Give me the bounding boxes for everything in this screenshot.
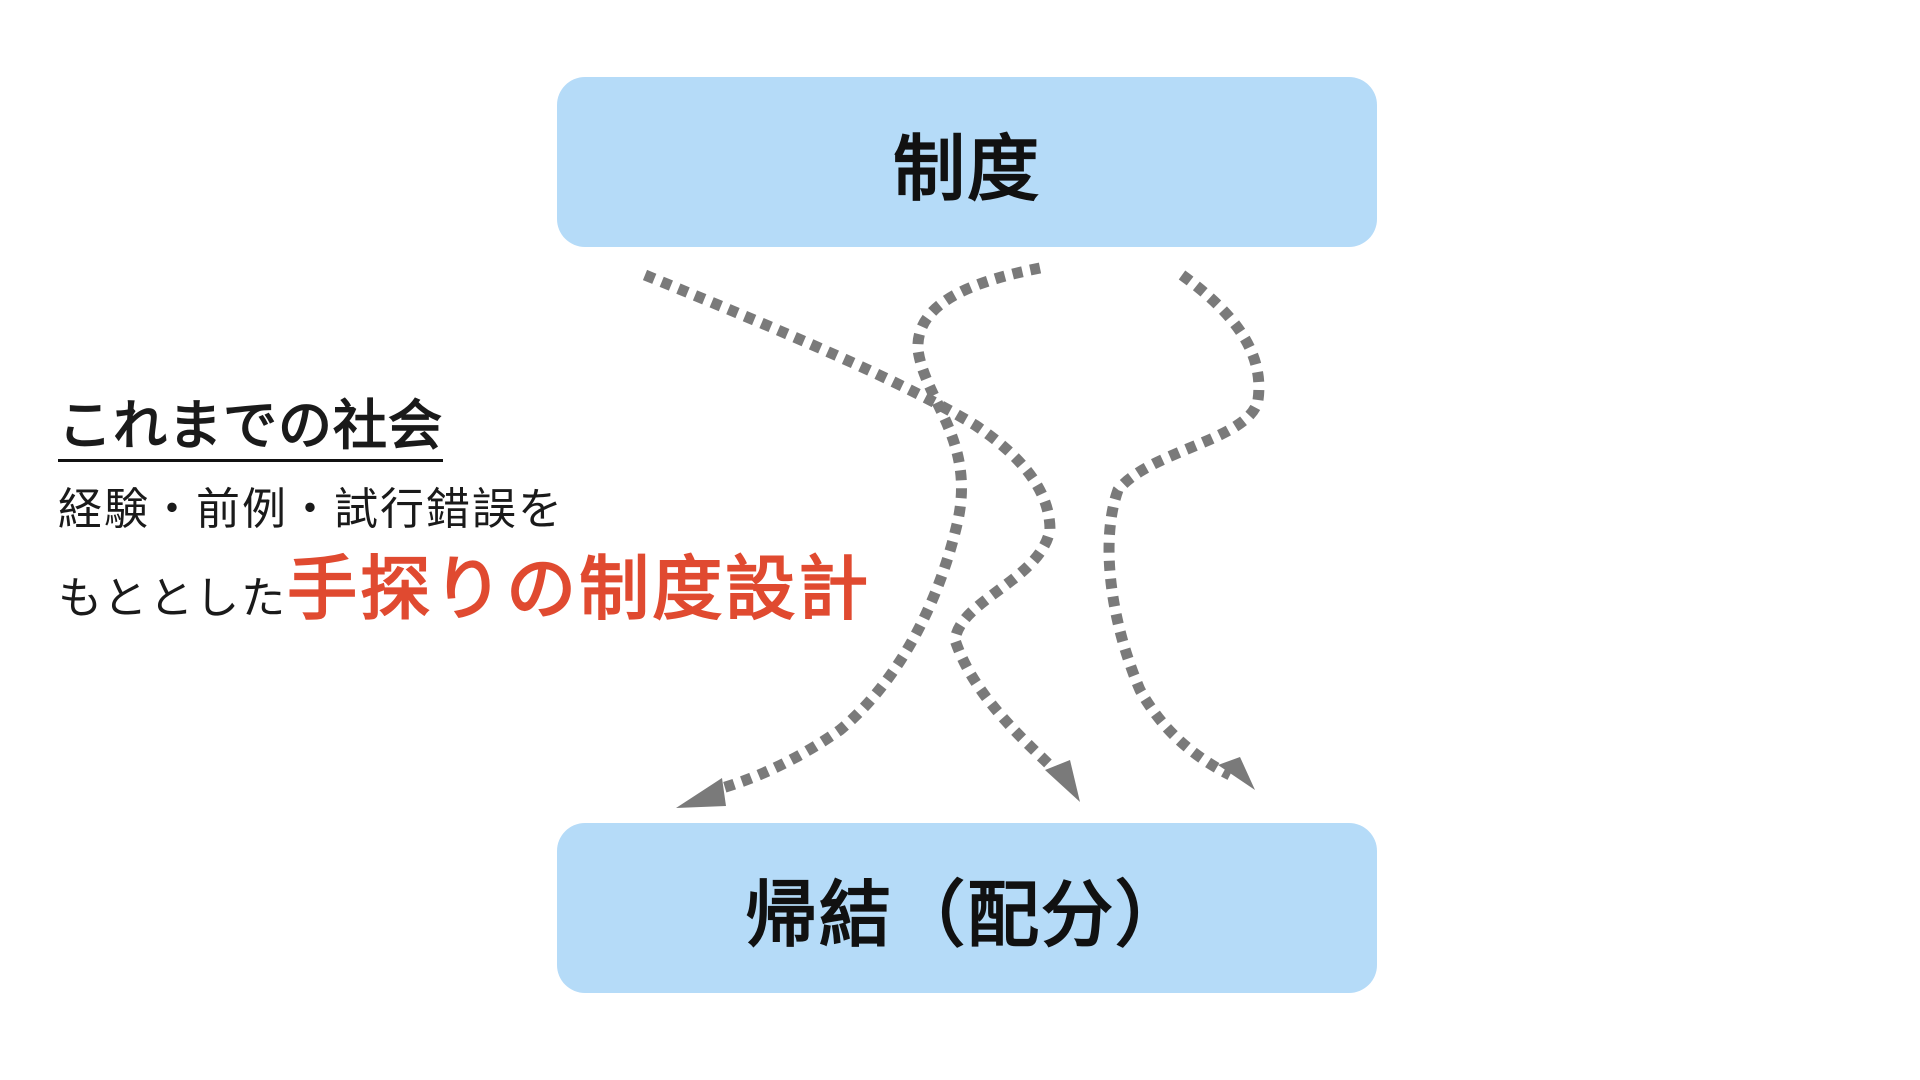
arrowhead-3 xyxy=(1218,757,1255,790)
caption-emphasis: 手探りの制度設計 xyxy=(287,547,872,630)
dashed-arrow-path-2 xyxy=(713,262,1042,796)
caption-line-2-prefix: もととした xyxy=(58,572,288,624)
arrowhead-2 xyxy=(676,778,726,808)
arrowhead-1 xyxy=(1045,760,1080,802)
outcome-box: 帰結（配分） xyxy=(557,823,1377,993)
outcome-label: 帰結（配分） xyxy=(744,872,1189,957)
caption-line-1: 経験・前例・試行錯誤を xyxy=(58,484,564,536)
dashed-arrow-path-1 xyxy=(642,269,1069,784)
caption-heading: これまでの社会 xyxy=(58,394,443,463)
dashed-arrow-path-3 xyxy=(1103,270,1265,780)
institution-label: 制度 xyxy=(892,126,1041,211)
caption-line-2: もととした手探りの制度設計 xyxy=(58,547,871,631)
institution-box: 制度 xyxy=(557,77,1377,247)
caption-block: これまでの社会 経験・前例・試行錯誤を もととした手探りの制度設計 xyxy=(58,394,871,631)
